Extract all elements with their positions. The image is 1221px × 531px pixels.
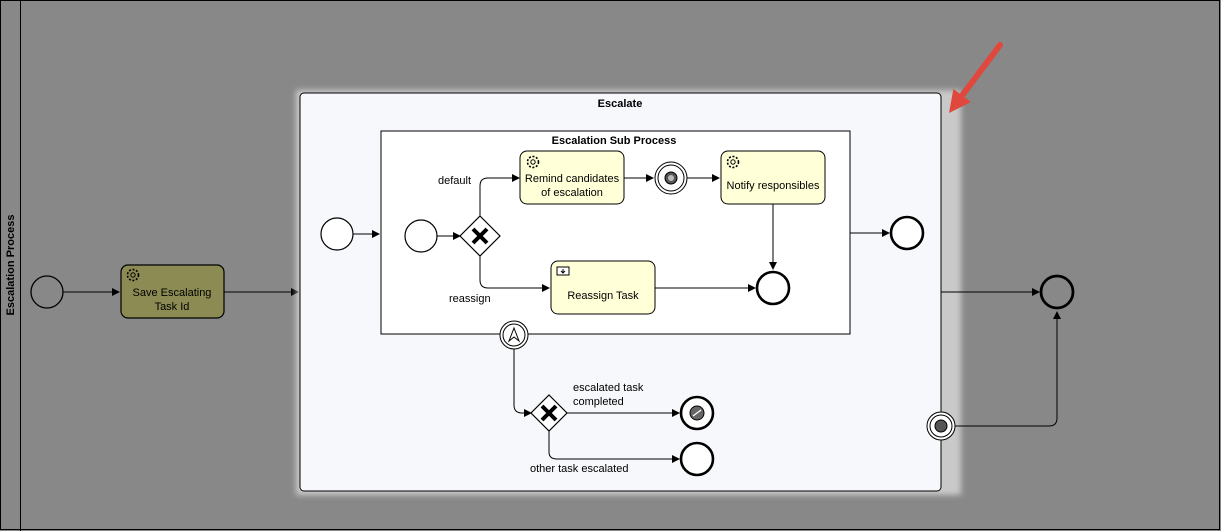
flow-boundary-to-gateway[interactable] <box>513 349 532 417</box>
highlight-arrow <box>949 42 1003 113</box>
remind-candidates-task[interactable]: Remind candidates of escalation <box>519 150 625 205</box>
save-escalating-label-line2: Task Id <box>155 301 190 313</box>
flow-boundary-to-main-end[interactable] <box>955 311 1061 427</box>
escalate-start-event[interactable] <box>320 217 354 251</box>
escalation-boundary-event-inner[interactable] <box>499 320 529 350</box>
escalate-end-event[interactable] <box>889 215 925 251</box>
escalation-end-event[interactable] <box>679 395 715 431</box>
flow-reassign[interactable] <box>479 256 550 292</box>
save-escalating-task[interactable]: Save Escalating Task Id <box>120 264 225 319</box>
remind-candidates-label-line2: of escalation <box>541 187 603 199</box>
save-escalating-label-line1: Save Escalating <box>133 287 212 299</box>
start-event[interactable] <box>30 275 64 309</box>
remind-candidates-label-line1: Remind candidates <box>525 173 620 185</box>
reassign-task-label: Reassign Task <box>567 290 639 302</box>
notify-responsibles-task[interactable]: Notify responsibles <box>720 150 826 205</box>
flow-default-label: default <box>438 175 471 187</box>
pool-label: Escalation Process <box>5 215 17 316</box>
service-task-gear-icon <box>526 155 540 169</box>
escalation-sub-process-label: Escalation Sub Process <box>552 135 677 147</box>
flow-other-escalated-label: other task escalated <box>530 463 628 475</box>
flow-escalated-completed-label-line2: completed <box>573 396 624 408</box>
escalation-boundary-event-outer[interactable] <box>926 411 956 441</box>
x-icon <box>471 227 489 245</box>
flow-reassign-label: reassign <box>449 293 491 305</box>
main-end-event[interactable] <box>1039 274 1075 310</box>
escalation-icon <box>934 419 948 433</box>
user-task-icon <box>556 266 570 276</box>
reassign-task[interactable]: Reassign Task <box>550 260 656 315</box>
flow-other-escalated[interactable] <box>548 431 680 463</box>
intermediate-event[interactable] <box>654 161 688 195</box>
x-icon <box>540 404 558 422</box>
escalation-icon <box>507 326 521 343</box>
inner-end-event[interactable] <box>755 270 791 306</box>
flow-default[interactable] <box>479 174 520 216</box>
service-task-gear-icon <box>726 155 740 169</box>
event-marker-inner <box>668 175 674 181</box>
escalation-icon-mark <box>692 409 702 417</box>
other-end-event[interactable] <box>679 441 715 477</box>
notify-responsibles-label: Notify responsibles <box>727 180 820 192</box>
service-task-gear-icon <box>126 268 140 282</box>
escalate-subprocess-label: Escalate <box>598 98 643 110</box>
flow-escalated-completed-label-line1: escalated task <box>573 382 644 394</box>
inner-start-event[interactable] <box>404 219 438 253</box>
